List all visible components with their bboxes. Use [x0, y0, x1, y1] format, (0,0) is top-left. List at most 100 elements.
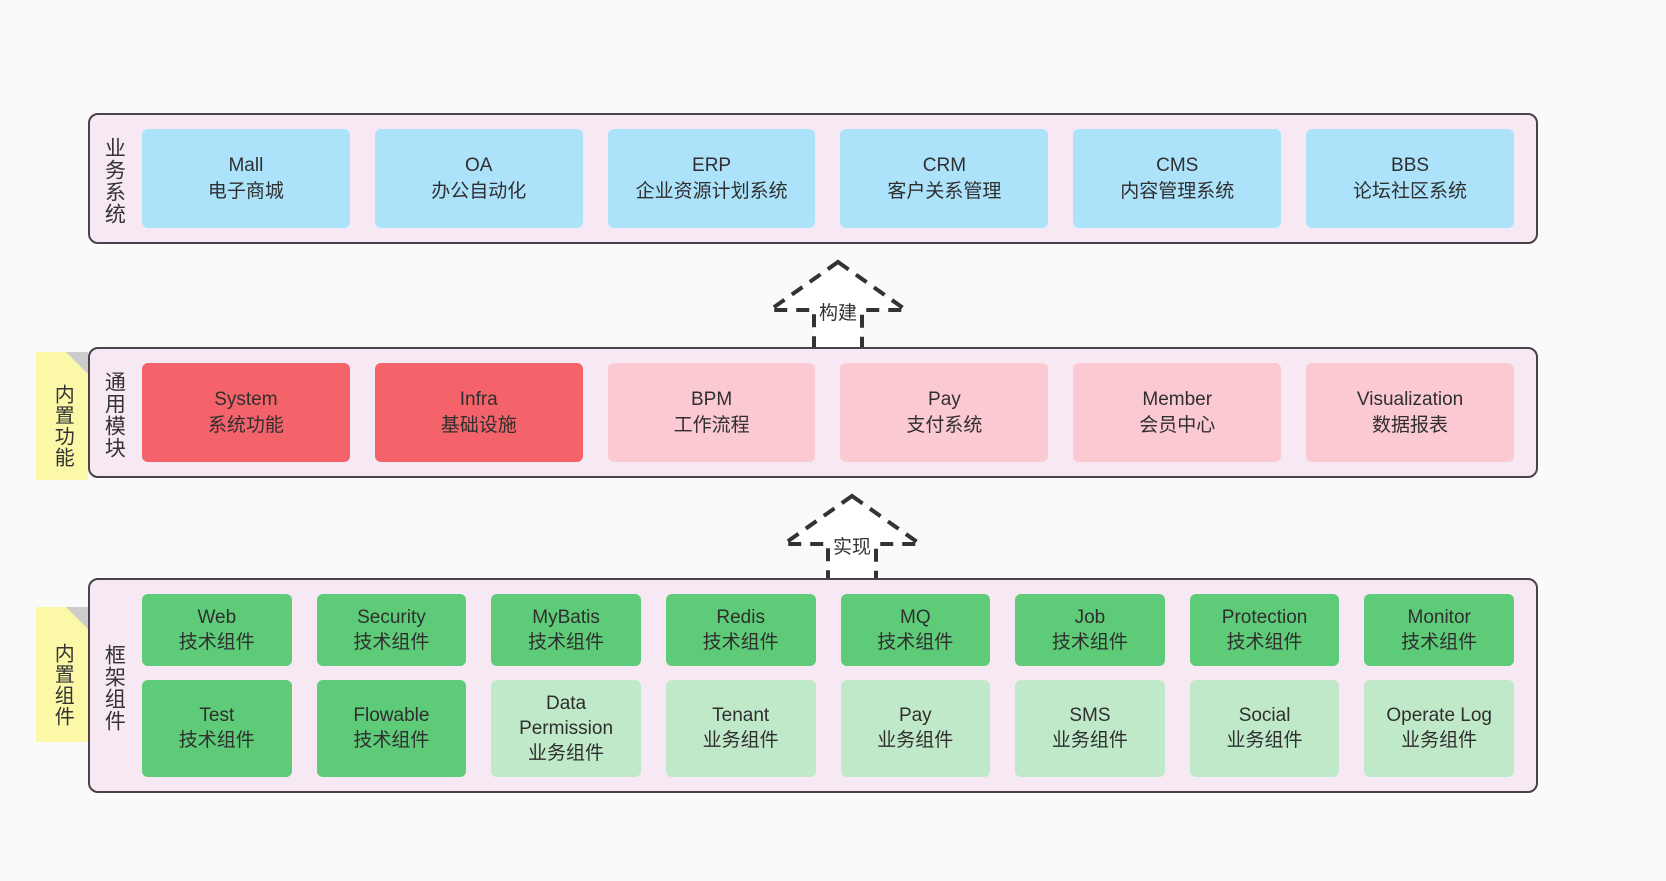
- layer-common-module[interactable]: 通用模块 System 系统功能 Infra 基础设施 BPM 工作流程 Pay: [88, 347, 1538, 478]
- card-bbs[interactable]: BBS 论坛社区系统: [1306, 129, 1514, 228]
- common-module-card-row: System 系统功能 Infra 基础设施 BPM 工作流程 Pay 支付系统…: [142, 363, 1514, 462]
- layer-framework-component-title: 框架组件: [102, 643, 126, 732]
- card-pay-module-name: Pay: [928, 389, 961, 411]
- card-oa-sub: 办公自动化: [431, 180, 527, 202]
- card-web[interactable]: Web 技术组件: [142, 594, 292, 666]
- card-system[interactable]: System 系统功能: [142, 363, 350, 462]
- card-infra[interactable]: Infra 基础设施: [374, 363, 583, 462]
- card-infra-sub: 基础设施: [440, 414, 517, 436]
- card-member-name: Member: [1142, 389, 1213, 411]
- card-system-sub: 系统功能: [207, 414, 284, 436]
- note-builtin-component-label: 内置组件: [51, 642, 74, 727]
- card-bbs-name: BBS: [1391, 155, 1430, 177]
- card-erp[interactable]: ERP 企业资源计划系统: [607, 129, 816, 228]
- layer-framework-component[interactable]: 框架组件 Web 技术组件 Security 技术组件 MyBatis 技术组件…: [88, 578, 1538, 793]
- card-cms-name: CMS: [1156, 155, 1199, 177]
- card-test[interactable]: Test 技术组件: [142, 679, 292, 778]
- card-bpm-sub: 工作流程: [673, 414, 750, 436]
- card-mybatis-name: MyBatis: [532, 606, 600, 628]
- card-pay-module[interactable]: Pay 支付系统: [840, 363, 1049, 462]
- card-security-sub: 技术组件: [353, 631, 430, 653]
- card-flowable-name: Flowable: [353, 705, 430, 727]
- card-job[interactable]: Job 技术组件: [1015, 594, 1165, 666]
- card-visualization-name: Visualization: [1356, 389, 1464, 411]
- card-mybatis-sub: 技术组件: [528, 631, 605, 653]
- layer-framework-component-body: Web 技术组件 Security 技术组件 MyBatis 技术组件 Redi…: [136, 580, 1536, 791]
- card-infra-name: Infra: [459, 389, 498, 411]
- card-crm-sub: 客户关系管理: [887, 180, 1002, 202]
- card-bbs-sub: 论坛社区系统: [1353, 180, 1468, 202]
- card-flowable[interactable]: Flowable 技术组件: [316, 679, 467, 778]
- note-builtin-function[interactable]: 内置功能: [36, 352, 88, 480]
- card-data-permission-sub: 业务组件: [528, 743, 605, 765]
- card-web-name: Web: [197, 606, 237, 628]
- card-monitor[interactable]: Monitor 技术组件: [1364, 594, 1514, 666]
- card-cms[interactable]: CMS 内容管理系统: [1073, 129, 1282, 228]
- card-redis-name: Redis: [716, 606, 765, 628]
- card-operate-log-sub: 业务组件: [1401, 730, 1478, 752]
- card-mall[interactable]: Mall 电子商城: [142, 129, 350, 228]
- card-redis[interactable]: Redis 技术组件: [665, 594, 816, 666]
- framework-technical-row: Web 技术组件 Security 技术组件 MyBatis 技术组件 Redi…: [142, 594, 1514, 666]
- card-bpm-name: BPM: [690, 389, 733, 411]
- note-builtin-component[interactable]: 内置组件: [36, 607, 88, 742]
- card-bpm[interactable]: BPM 工作流程: [607, 363, 816, 462]
- note-fold-corner-icon: [66, 352, 88, 374]
- card-social-sub: 业务组件: [1226, 730, 1303, 752]
- layer-business-system-body: Mall 电子商城 OA 办公自动化 ERP 企业资源计划系统 CRM 客户关系…: [136, 115, 1536, 242]
- card-security-name: Security: [357, 606, 426, 628]
- card-social[interactable]: Social 业务组件: [1189, 679, 1340, 778]
- card-monitor-sub: 技术组件: [1401, 631, 1478, 653]
- card-oa-name: OA: [465, 155, 493, 177]
- card-operate-log[interactable]: Operate Log 业务组件: [1364, 679, 1514, 778]
- card-tenant-name: Tenant: [712, 705, 770, 727]
- card-job-sub: 技术组件: [1051, 631, 1128, 653]
- card-oa[interactable]: OA 办公自动化: [374, 129, 583, 228]
- layer-business-system[interactable]: 业务系统 Mall 电子商城 OA 办公自动化 ERP 企业资源计划系统 CRM: [88, 113, 1538, 244]
- card-system-name: System: [214, 389, 278, 411]
- card-monitor-name: Monitor: [1407, 606, 1471, 628]
- layer-business-system-title: 业务系统: [102, 136, 126, 225]
- arrow-build: 构建: [758, 256, 918, 356]
- card-mall-sub: 电子商城: [207, 180, 284, 202]
- card-mybatis[interactable]: MyBatis 技术组件: [491, 594, 641, 666]
- card-redis-sub: 技术组件: [702, 631, 779, 653]
- card-test-name: Test: [199, 705, 235, 727]
- card-web-sub: 技术组件: [178, 631, 255, 653]
- arrow-build-label: 构建: [818, 303, 858, 324]
- card-pay-component-sub: 业务组件: [877, 730, 954, 752]
- card-protection-sub: 技术组件: [1226, 631, 1303, 653]
- card-job-name: Job: [1074, 606, 1106, 628]
- card-mq-sub: 技术组件: [877, 631, 954, 653]
- business-system-card-row: Mall 电子商城 OA 办公自动化 ERP 企业资源计划系统 CRM 客户关系…: [142, 129, 1514, 228]
- card-sms[interactable]: SMS 业务组件: [1015, 679, 1165, 778]
- card-erp-name: ERP: [692, 155, 732, 177]
- card-mall-name: Mall: [228, 155, 264, 177]
- card-tenant[interactable]: Tenant 业务组件: [665, 679, 816, 778]
- arrow-implement: 实现: [772, 490, 932, 590]
- card-sms-name: SMS: [1069, 705, 1111, 727]
- note-builtin-function-label: 内置功能: [51, 384, 74, 468]
- card-protection-name: Protection: [1221, 606, 1308, 628]
- card-tenant-sub: 业务组件: [702, 730, 779, 752]
- card-visualization[interactable]: Visualization 数据报表: [1306, 363, 1514, 462]
- card-crm[interactable]: CRM 客户关系管理: [840, 129, 1049, 228]
- card-security[interactable]: Security 技术组件: [316, 594, 467, 666]
- card-flowable-sub: 技术组件: [353, 730, 430, 752]
- card-erp-sub: 企业资源计划系统: [635, 180, 788, 202]
- card-pay-component-name: Pay: [898, 705, 932, 727]
- card-protection[interactable]: Protection 技术组件: [1189, 594, 1340, 666]
- framework-business-row: Test 技术组件 Flowable 技术组件 Data Permission …: [142, 679, 1514, 778]
- layer-common-module-body: System 系统功能 Infra 基础设施 BPM 工作流程 Pay 支付系统…: [136, 349, 1536, 476]
- card-mq-name: MQ: [900, 606, 931, 628]
- card-operate-log-name: Operate Log: [1386, 705, 1492, 727]
- card-member[interactable]: Member 会员中心: [1073, 363, 1282, 462]
- arrow-implement-label: 实现: [832, 537, 872, 558]
- card-data-permission[interactable]: Data Permission 业务组件: [491, 679, 641, 778]
- card-pay-component[interactable]: Pay 业务组件: [840, 679, 991, 778]
- note-fold-corner-icon: [66, 607, 88, 629]
- card-mq[interactable]: MQ 技术组件: [840, 594, 991, 666]
- card-crm-name: CRM: [922, 155, 967, 177]
- card-data-permission-name: Data Permission: [519, 692, 614, 739]
